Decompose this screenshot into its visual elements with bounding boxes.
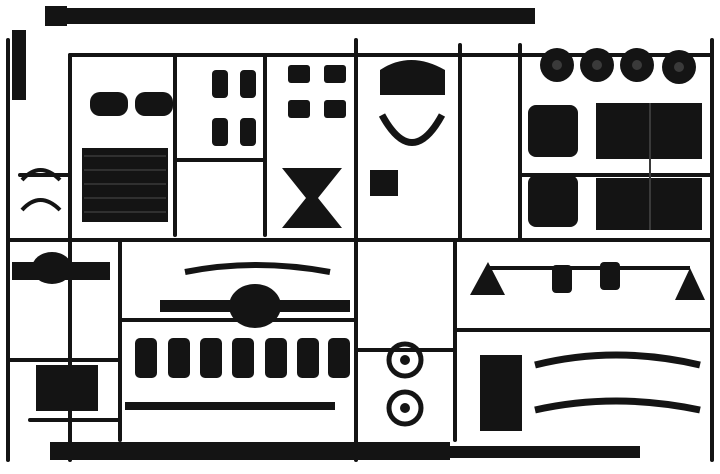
air-tank	[135, 92, 173, 116]
mount-piece	[324, 100, 346, 118]
mount-piece	[288, 100, 310, 118]
drive-shaft	[125, 402, 335, 410]
battery-box	[36, 365, 98, 411]
chassis-rail-top	[60, 8, 535, 24]
diff-housing	[32, 252, 72, 284]
mount-piece	[324, 65, 346, 83]
hanger-bracket	[675, 268, 705, 300]
rear-diff	[229, 284, 281, 328]
spring-cylinder	[265, 338, 287, 378]
leaf-spring	[534, 397, 701, 414]
brake-drum	[386, 389, 424, 427]
air-tank	[90, 92, 128, 116]
shock-piece	[212, 118, 228, 146]
drum-hub	[400, 355, 410, 365]
spring-cylinder	[135, 338, 157, 378]
wheel-hub	[674, 62, 684, 72]
spring-shackle	[552, 265, 572, 293]
wheel-hub	[632, 60, 642, 70]
crossmember	[282, 168, 342, 228]
drum-hub	[400, 403, 410, 413]
spring-cylinder	[297, 338, 319, 378]
shock-piece	[240, 70, 256, 98]
chassis-rail-bottom	[50, 442, 450, 460]
sprue-frame	[6, 38, 714, 462]
arch-part	[378, 113, 446, 146]
wheel-hub	[592, 60, 602, 70]
shock-piece	[240, 118, 256, 146]
side-bracket	[12, 30, 26, 100]
grille-plate	[480, 355, 522, 431]
hanger-bracket	[470, 262, 505, 295]
rail-bottom-extension	[420, 446, 640, 458]
small-bracket	[370, 170, 398, 196]
shock-piece	[212, 70, 228, 98]
mount-piece	[288, 65, 310, 83]
spring-cylinder	[328, 338, 350, 378]
tank-lower	[528, 175, 578, 227]
bracket-top	[380, 60, 445, 95]
spring-cylinder	[232, 338, 254, 378]
spring-cylinder	[200, 338, 222, 378]
leaf-spring	[534, 351, 701, 369]
wheel-hub	[552, 60, 562, 70]
spring-cylinder	[168, 338, 190, 378]
hose	[20, 168, 62, 182]
tank-upper	[528, 105, 578, 157]
hose	[20, 198, 62, 212]
rail-end-top	[45, 6, 67, 26]
axle-arm	[184, 262, 331, 275]
radiator-block	[82, 148, 168, 222]
brake-drum	[386, 341, 424, 379]
